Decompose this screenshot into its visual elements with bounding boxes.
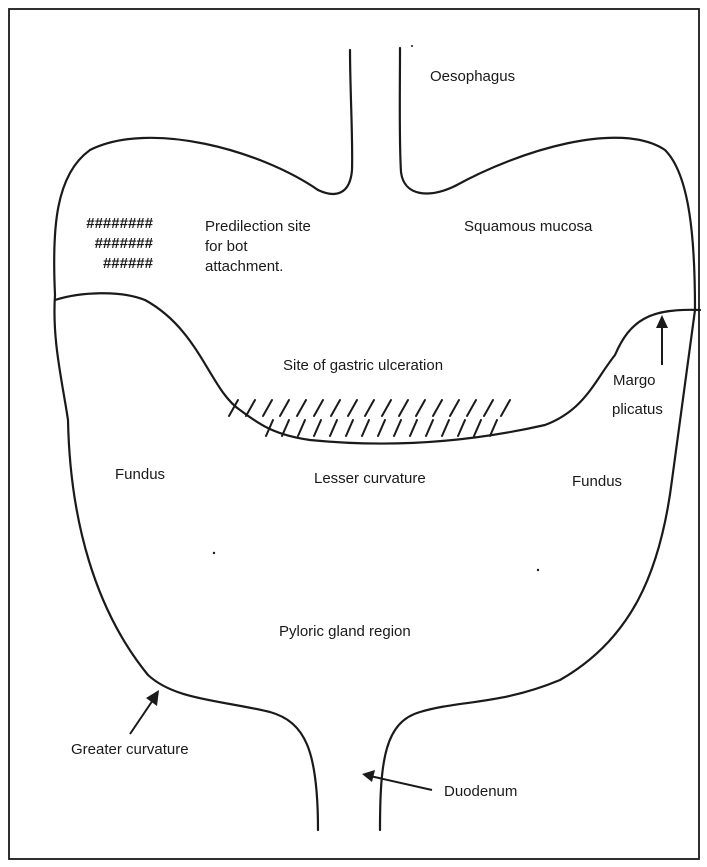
stomach-outline-right xyxy=(380,138,695,830)
hash-row-2: ####### xyxy=(95,235,154,252)
greater-curvature-arrow xyxy=(130,690,159,734)
duodenum-arrow xyxy=(362,770,432,790)
hatch-stroke xyxy=(378,420,385,436)
hatch-stroke xyxy=(433,400,442,416)
hatch-stroke xyxy=(442,420,449,436)
hatch-stroke xyxy=(450,400,459,416)
hatch-stroke xyxy=(467,400,476,416)
margo-arrow xyxy=(656,315,668,365)
hatch-stroke xyxy=(382,400,391,416)
label-predilection-3: attachment. xyxy=(205,258,283,275)
label-predilection-1: Predilection site xyxy=(205,218,311,235)
speck xyxy=(213,552,215,554)
label-oesophagus: Oesophagus xyxy=(430,68,515,85)
label-predilection-2: for bot xyxy=(205,238,248,255)
hatch-stroke xyxy=(297,400,306,416)
label-fundus-right: Fundus xyxy=(572,473,622,490)
hatch-stroke xyxy=(330,420,337,436)
hatch-stroke xyxy=(263,400,272,416)
hatch-stroke xyxy=(346,420,353,436)
hatch-stroke xyxy=(314,420,321,436)
hatch-stroke xyxy=(280,400,289,416)
hatch-stroke xyxy=(474,420,481,436)
hatch-stroke xyxy=(410,420,417,436)
hatch-stroke xyxy=(458,420,465,436)
hatch-stroke xyxy=(348,400,357,416)
hatch-stroke xyxy=(246,400,255,416)
hatch-stroke xyxy=(426,420,433,436)
label-duodenum: Duodenum xyxy=(444,783,517,800)
speck xyxy=(537,569,539,571)
label-site-ulceration: Site of gastric ulceration xyxy=(283,357,443,374)
speck xyxy=(411,45,413,47)
hatch-stroke xyxy=(282,420,289,436)
frame-border xyxy=(9,9,699,859)
oesophagus-left-wall xyxy=(318,50,352,194)
hatch-stroke xyxy=(416,400,425,416)
hatch-stroke xyxy=(394,420,401,436)
hatch-stroke xyxy=(314,400,323,416)
hatch-stroke xyxy=(501,400,510,416)
hatch-stroke xyxy=(298,420,305,436)
label-plicatus: plicatus xyxy=(612,401,663,418)
hash-row-1: ######## xyxy=(86,215,153,232)
hash-row-3: ###### xyxy=(103,255,154,272)
label-pyloric-gland: Pyloric gland region xyxy=(279,623,411,640)
label-lesser-curvature: Lesser curvature xyxy=(314,470,426,487)
hatch-stroke xyxy=(362,420,369,436)
label-greater-curvature: Greater curvature xyxy=(71,741,189,758)
label-fundus-left: Fundus xyxy=(115,466,165,483)
hatch-stroke xyxy=(484,400,493,416)
hatch-stroke xyxy=(331,400,340,416)
label-squamous-mucosa: Squamous mucosa xyxy=(464,218,593,235)
label-margo: Margo xyxy=(613,372,656,389)
hatch-stroke xyxy=(365,400,374,416)
hatch-stroke xyxy=(399,400,408,416)
